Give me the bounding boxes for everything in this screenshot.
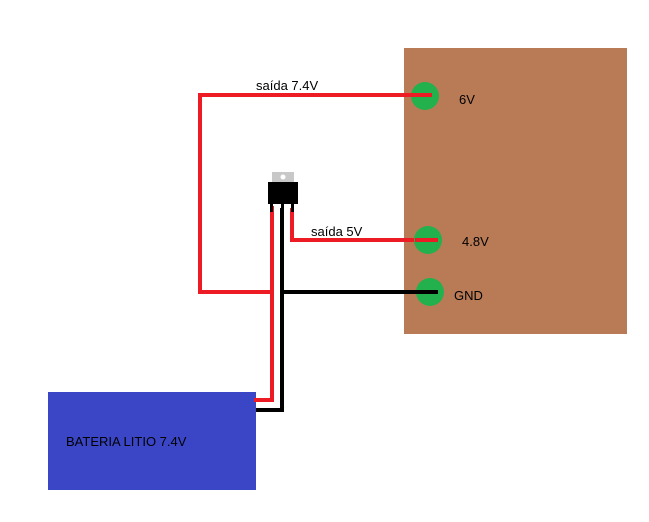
label-pin-gnd: GND (454, 288, 483, 303)
label-pin-4v8: 4.8V (462, 234, 489, 249)
label-output-5v: saída 5V (311, 224, 363, 239)
label-pin-6v: 6V (459, 92, 475, 107)
label-output-7v4: saída 7.4V (256, 78, 319, 93)
voltage-regulator (268, 172, 298, 212)
battery-pack (48, 392, 256, 490)
wire-7v4 (198, 93, 427, 402)
wire-5v (290, 208, 430, 242)
wire-ground (256, 208, 432, 412)
label-battery: BATERIA LITIO 7.4V (66, 434, 187, 449)
